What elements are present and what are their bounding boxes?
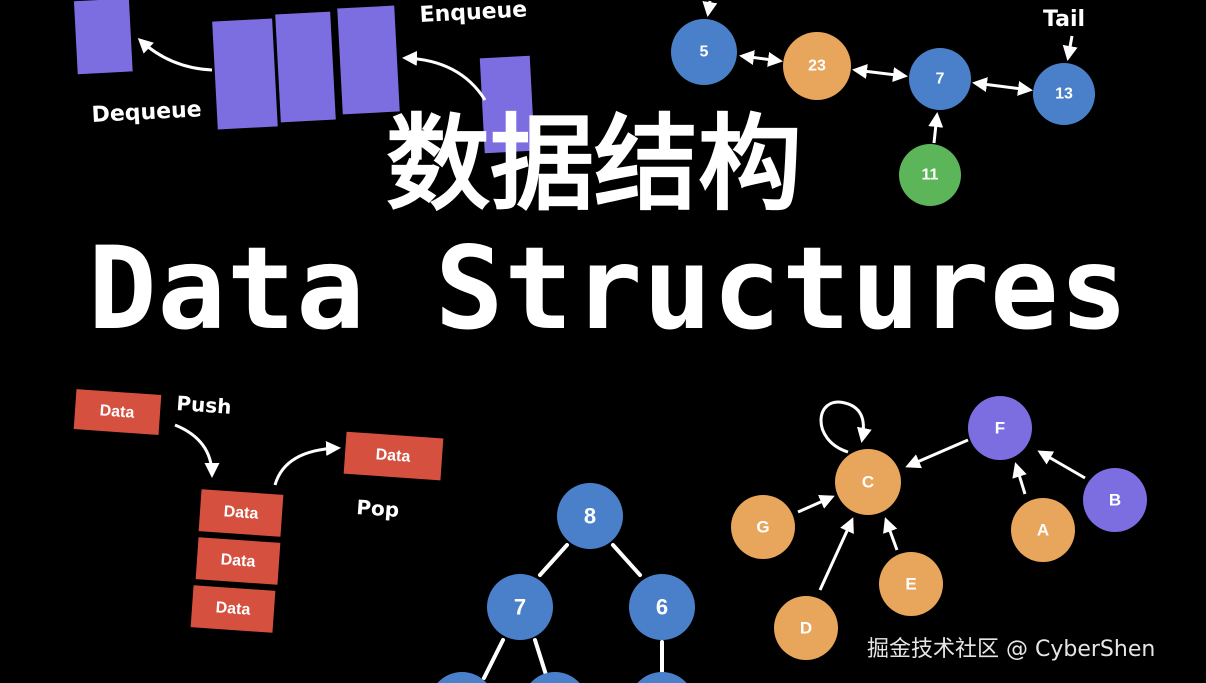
list-node [671,19,737,85]
list-node-label: 5 [700,44,709,61]
stack-diagram: Data Push Data Data Data Data Pop [73,389,444,633]
graph-edge [905,438,969,469]
queue-item [337,5,400,115]
graph-node-label: F [995,419,1005,438]
stack-item-label: Data [220,551,256,570]
tree-node-label: 8 [584,504,596,529]
queue-item [212,18,278,130]
enqueue-label: Enqueue [419,0,528,28]
list-node-label: 11 [922,167,939,184]
list-node [899,144,961,206]
title-english: Data Structures [88,222,1128,355]
graph-node-label: E [905,575,916,594]
tree-edge [533,638,549,680]
tree-node-label: 6 [656,595,668,620]
list-node-label: 13 [1055,86,1073,103]
tail-arrow [1062,35,1078,61]
link-arrow [928,112,944,144]
graph-diagram: C F G D E A B [731,396,1147,660]
link-arrow [852,63,908,83]
graph-node [1011,498,1075,562]
graph-edge [883,517,899,551]
link-arrow [972,77,1033,96]
graph-node [879,552,943,616]
list-node-label: 7 [936,71,945,88]
stack-item [198,489,284,537]
graph-node [968,396,1032,460]
graph-node [835,449,901,515]
tree-node [629,574,695,640]
self-loop-arrow [819,400,872,454]
tree-node-label: 7 [514,595,526,620]
dequeue-arrow [137,37,213,72]
graph-node-label: G [756,518,769,537]
list-node [783,32,851,100]
tree-node-partial [437,671,487,683]
link-arrow [739,50,783,67]
graph-node-label: D [800,619,812,638]
stack-item [195,537,281,585]
tree-node-partial [637,671,687,683]
graph-node-label: C [862,473,874,492]
queue-diagram: Dequeue Enqueue [73,0,535,154]
graph-edge [1037,450,1086,480]
tree-diagram: 8 7 6 [437,483,695,683]
graph-edge [797,494,835,514]
tree-node-partial [530,671,580,683]
graph-node-label: B [1109,491,1121,510]
enqueue-arrow [402,50,487,101]
graph-node [774,596,838,660]
linked-list-diagram: Tail 5 23 7 13 11 [671,0,1095,206]
pop-arrow [273,440,341,486]
tree-node [557,483,623,549]
stack-item [343,431,444,481]
tree-edge [482,638,505,680]
pop-label: Pop [356,495,400,522]
tree-edge [538,543,569,577]
tail-label: Tail [1043,7,1085,32]
graph-edge [818,517,854,591]
list-node [1033,63,1095,125]
graph-node [1083,468,1147,532]
push-label: Push [176,391,233,419]
stack-item-label: Data [215,599,251,618]
stack-item [190,585,276,633]
tree-edge [611,543,642,577]
title-chinese: 数据结构 [386,103,802,225]
stack-item-label: Data [99,402,135,421]
graph-edge [1012,462,1027,495]
queue-dequeued-item [73,0,133,75]
list-node [909,48,971,110]
stack-item-label: Data [375,446,411,465]
watermark: 掘金技术社区 @ CyberShen [867,637,1155,662]
graph-node-label: A [1037,521,1049,540]
stack-item-label: Data [223,503,259,522]
queue-item [275,11,336,123]
push-arrow [174,423,220,478]
dequeue-label: Dequeue [91,97,202,128]
queue-enqueued-item [479,55,535,154]
tree-node [487,574,553,640]
graph-node [731,495,795,559]
stack-item [73,389,162,435]
head-arrow [702,0,718,17]
list-node-label: 23 [808,58,826,75]
